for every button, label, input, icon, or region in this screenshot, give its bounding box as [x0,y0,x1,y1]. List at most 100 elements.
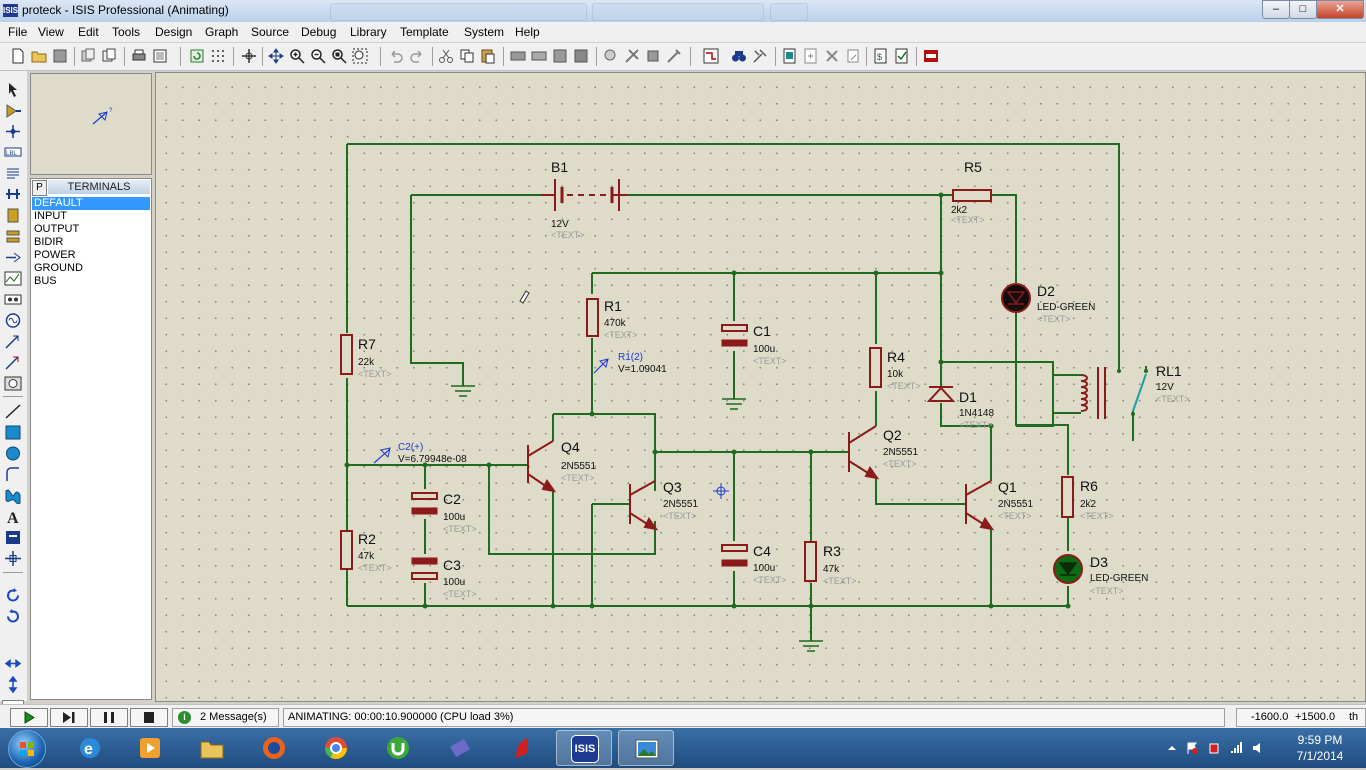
capacitor-c1[interactable] [721,324,748,347]
menu-view[interactable]: View [38,25,64,39]
remove-sheet-icon[interactable] [803,48,819,64]
clock-date[interactable]: 7/1/2014 [1296,749,1344,763]
menu-source[interactable]: Source [251,25,290,39]
arc-tool-icon[interactable] [4,466,22,483]
network-signal-icon[interactable] [1230,742,1242,754]
maximize-button[interactable]: □ [1289,0,1317,19]
show-hidden-icons-icon[interactable] [1166,742,1178,754]
transistor-q1[interactable] [965,480,995,531]
minimize-button[interactable]: – [1262,0,1290,19]
volume-icon[interactable] [1252,742,1264,754]
pick-button[interactable]: P [32,180,47,196]
taskbar-chrome[interactable] [308,730,364,766]
graph-mode-icon[interactable] [4,270,22,287]
origin-icon[interactable] [241,48,257,64]
copy-icon[interactable] [459,48,475,64]
taskbar-utorrent[interactable] [370,730,426,766]
menu-debug[interactable]: Debug [301,25,337,39]
import-section-icon[interactable] [80,48,96,64]
menu-graph[interactable]: Graph [205,25,239,39]
capacitor-c3[interactable] [411,557,438,580]
property-assignment-icon[interactable] [752,48,768,64]
action-center-flag-icon[interactable] [1186,742,1198,754]
zoom-all-icon[interactable] [331,48,347,64]
capacitor-c4[interactable] [721,544,748,567]
wire-label-icon[interactable]: LBL [4,144,22,161]
zoom-in-icon[interactable] [289,48,305,64]
text-tool-icon[interactable]: A [4,508,22,525]
led-d3[interactable] [1053,554,1083,584]
circle-tool-icon[interactable] [4,445,22,462]
resistor-r7[interactable] [340,334,353,375]
menu-help[interactable]: Help [515,25,540,39]
block-rotate-icon[interactable] [552,48,568,64]
current-probe-icon[interactable] [4,354,22,371]
print-setup-icon[interactable] [152,48,168,64]
taskbar-network-tool[interactable] [432,730,488,766]
new-sheet-icon[interactable] [782,48,798,64]
transistor-q3[interactable] [629,480,659,531]
package-tool-icon[interactable] [645,48,661,64]
terminals-mode-icon[interactable] [4,228,22,245]
component-mode-icon[interactable] [4,102,22,119]
voltage-probe-icon[interactable] [4,333,22,350]
step-button[interactable] [50,708,88,727]
make-device-icon[interactable] [624,48,640,64]
exit-to-parent-icon[interactable] [824,48,840,64]
rotate-clockwise-icon[interactable] [4,587,22,604]
junction-dot-icon[interactable] [4,123,22,140]
taskbar-file-explorer[interactable] [184,730,240,766]
resistor-r1[interactable] [586,298,599,337]
cut-icon[interactable] [438,48,454,64]
overview-window[interactable]: ? [30,73,152,175]
menu-design[interactable]: Design [155,25,193,39]
tape-recorder-icon[interactable] [4,291,22,308]
block-copy-icon[interactable] [510,48,526,64]
pause-button[interactable] [90,708,128,727]
voltage-probe-c2[interactable] [373,447,391,464]
block-delete-icon[interactable] [573,48,589,64]
new-file-icon[interactable] [10,48,26,64]
terminal-item-output[interactable]: OUTPUT [34,223,80,235]
undo-icon[interactable] [388,48,404,64]
taskbar-firefox[interactable] [246,730,302,766]
paste-icon[interactable] [480,48,496,64]
block-move-icon[interactable] [531,48,547,64]
diode-d1[interactable] [926,386,956,402]
menu-tools[interactable]: Tools [112,25,141,39]
terminal-item-power[interactable]: POWER [34,249,76,261]
virtual-instruments-icon[interactable] [4,375,22,392]
relay-rl1[interactable] [1080,367,1148,419]
wires[interactable] [346,143,1147,641]
terminal-item-default[interactable]: DEFAULT [32,197,150,210]
messages-indicator[interactable]: i 2 Message(s) [172,708,279,727]
taskbar-parrot-app[interactable] [494,730,550,766]
zoom-out-icon[interactable] [310,48,326,64]
open-file-icon[interactable] [31,48,47,64]
path-tool-icon[interactable] [4,487,22,504]
menu-library[interactable]: Library [350,25,387,39]
device-pins-icon[interactable] [4,249,22,266]
subcircuit-icon[interactable] [4,207,22,224]
play-button[interactable] [10,708,48,727]
tray-app-icon[interactable] [1208,742,1220,754]
stop-button[interactable] [130,708,168,727]
terminal-item-input[interactable]: INPUT [34,210,67,222]
schematic-drawing[interactable]: B1 12V <TEXT> R5 2k2 <TEXT> D2 LED-GREEN… [156,73,1365,701]
mirror-x-icon[interactable] [4,655,22,672]
terminal-item-bidir[interactable]: BIDIR [34,236,64,248]
print-icon[interactable] [131,48,147,64]
resistor-r2[interactable] [340,530,353,570]
battery-b1[interactable] [541,179,627,211]
rotate-anticlockwise-icon[interactable] [4,608,22,625]
taskbar-picture-viewer[interactable] [618,730,674,766]
terminal-item-bus[interactable]: BUS [34,275,57,287]
taskbar-internet-explorer[interactable]: e [62,730,118,766]
resistor-r6[interactable] [1061,476,1074,518]
refresh-icon[interactable] [189,48,205,64]
terminal-item-ground[interactable]: GROUND [34,262,83,274]
resistor-r5[interactable] [952,189,992,202]
toggle-grid-icon[interactable] [210,48,226,64]
pick-device-icon[interactable] [603,48,619,64]
wire-autorouter-icon[interactable] [703,48,719,64]
